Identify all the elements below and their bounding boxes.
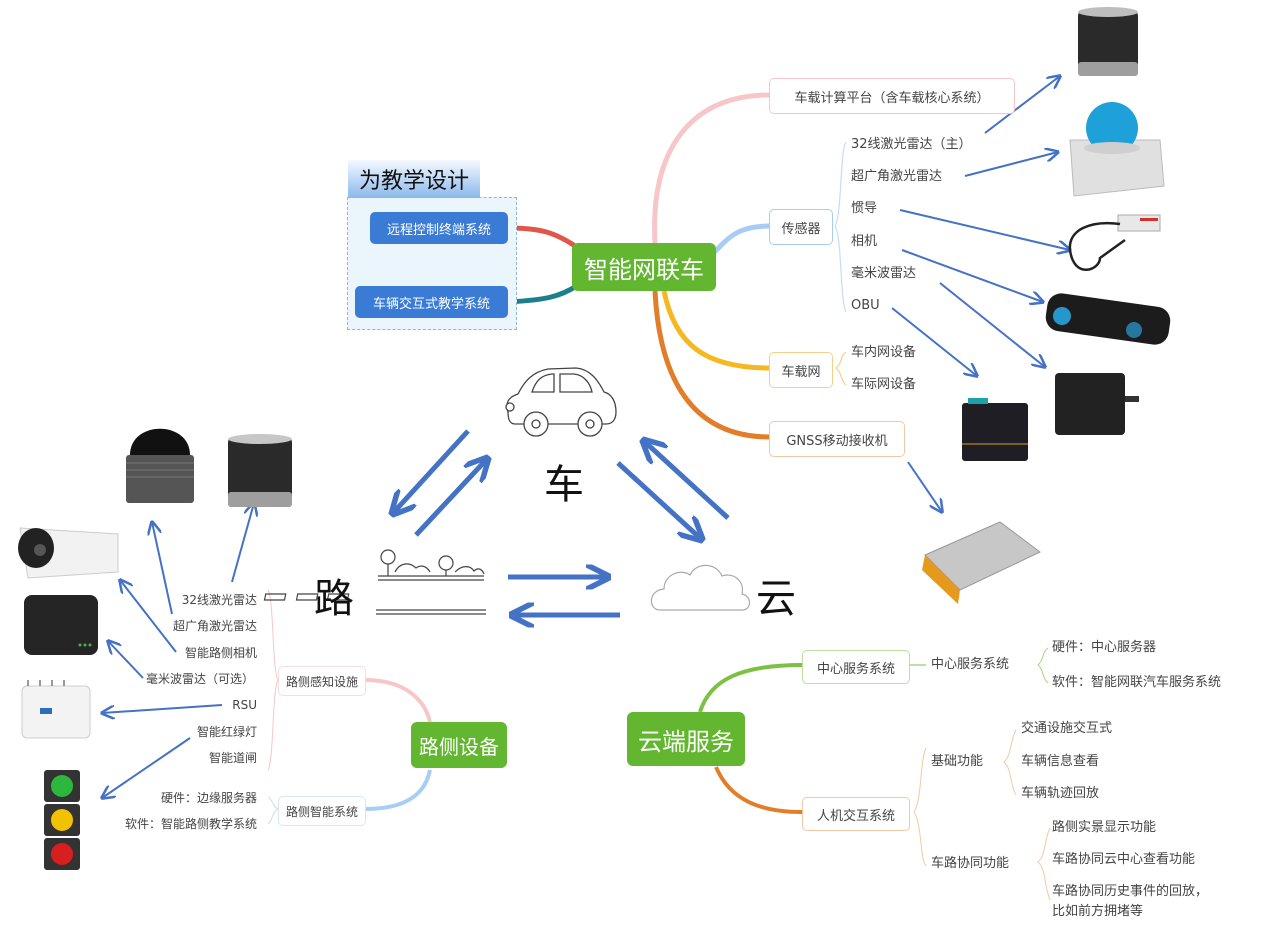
branch-intelligent <box>364 769 432 811</box>
rsu-device-image <box>21 680 91 739</box>
arrow-imu <box>899 209 1070 250</box>
label-car: 车 <box>544 462 584 508</box>
arrow-car-to-road <box>394 429 470 512</box>
branch-gnss <box>652 290 771 440</box>
basic-traffic-facility-interaction[interactable]: 交通设施交互式 <box>1021 721 1113 736</box>
node-sensors[interactable]: 传感器 <box>769 209 833 245</box>
rs-wide-angle-lidar[interactable]: 超广角激光雷达 <box>172 619 257 633</box>
perception-brace <box>267 589 279 771</box>
rs-wide-lidar-device-image <box>126 428 194 503</box>
rs-lidar-32[interactable]: 32线激光雷达 <box>181 593 257 607</box>
branch-interactive-teaching <box>507 282 580 305</box>
hmi-vehicle-road-coop[interactable]: 车路协同功能 <box>931 856 1010 871</box>
arrow-wide-lidar <box>964 152 1058 177</box>
node-cloud-service[interactable]: 云端服务 <box>627 712 745 766</box>
road-icon <box>263 549 486 615</box>
branch-computing <box>652 92 771 244</box>
sensor-wide-angle-lidar[interactable]: 超广角激光雷达 <box>851 169 943 184</box>
coop-history-event-playback[interactable]: 车路协同历史事件的回放， <box>1052 884 1209 899</box>
rs-mmwave-radar-device-image <box>24 595 98 655</box>
imu-device-image <box>1068 214 1161 271</box>
intelligent-brace <box>267 796 280 825</box>
center-hardware-server[interactable]: 硬件：中心服务器 <box>1052 640 1157 655</box>
hmi-basic-functions[interactable]: 基础功能 <box>931 754 984 769</box>
arrow-lidar32 <box>984 76 1060 134</box>
teaching-design-title: 为教学设计 <box>348 160 480 198</box>
lidar-32-device-image <box>1078 7 1138 76</box>
obu-device-image <box>962 398 1028 461</box>
arrow-rs-wide-lidar <box>152 522 173 615</box>
arrow-car-to-cloud <box>616 461 700 538</box>
car-icon <box>505 367 617 437</box>
label-road: 路 <box>314 576 354 622</box>
basic-vehicle-track-playback[interactable]: 车辆轨迹回放 <box>1021 786 1100 801</box>
node-gnss-receiver[interactable]: GNSS移动接收机 <box>769 421 905 457</box>
branch-remote-control <box>507 225 580 251</box>
traffic-light-device-image <box>44 770 80 870</box>
sensor-obu[interactable]: OBU <box>851 298 880 313</box>
node-center-service-system[interactable]: 中心服务系统 <box>802 650 910 684</box>
wide-lidar-device-image <box>1069 102 1165 197</box>
node-roadside-equipment[interactable]: 路侧设备 <box>411 722 507 768</box>
basic-brace <box>1003 729 1017 796</box>
coop-roadside-live-view[interactable]: 路侧实景显示功能 <box>1052 820 1157 835</box>
rs-smart-barrier-gate[interactable]: 智能道闸 <box>208 751 257 765</box>
sensors-brace <box>834 141 847 313</box>
arrow-rs-traffic-light <box>102 737 191 798</box>
rs-lidar-32-device-image <box>228 434 292 507</box>
mmwave-radar-device-image <box>1055 373 1139 435</box>
sensor-mmwave-radar[interactable]: 毫米波雷达 <box>851 266 917 281</box>
branch-hmi <box>714 766 803 814</box>
network-inter-vehicle-device[interactable]: 车际网设备 <box>851 377 917 392</box>
node-vehicle-computing-platform[interactable]: 车载计算平台（含车载核心系统） <box>769 78 1015 114</box>
sensor-lidar-32-main[interactable]: 32线激光雷达（主） <box>851 137 972 152</box>
arrow-camera <box>901 249 1043 302</box>
arrow-rs-rsu <box>102 704 223 713</box>
branch-perception <box>364 678 432 723</box>
node-vehicle-network[interactable]: 车载网 <box>769 352 833 388</box>
gnss-receiver-device-image <box>922 521 1041 604</box>
node-roadside-perception[interactable]: 路侧感知设施 <box>278 666 366 696</box>
node-hmi-system[interactable]: 人机交互系统 <box>802 797 910 831</box>
arrow-obu <box>891 307 977 376</box>
sensor-inertial-navigation[interactable]: 惯导 <box>851 201 878 216</box>
node-vehicle-interactive-teaching[interactable]: 车辆交互式教学系统 <box>355 286 508 318</box>
arrow-road-to-car <box>414 460 486 537</box>
rs-smart-camera[interactable]: 智能路侧相机 <box>184 646 257 660</box>
node-intelligent-connected-vehicle[interactable]: 智能网联车 <box>572 243 716 291</box>
center-brace <box>1037 647 1049 684</box>
center-service-system-sub[interactable]: 中心服务系统 <box>931 657 1010 672</box>
coop-cloud-center-view[interactable]: 车路协同云中心查看功能 <box>1052 852 1196 867</box>
rs-mmwave-radar-optional[interactable]: 毫米波雷达（可选） <box>145 672 254 686</box>
cloud-icon <box>650 564 751 611</box>
coop-brace <box>1037 827 1051 901</box>
arrow-mmwave <box>939 282 1045 367</box>
node-roadside-intelligent-system[interactable]: 路侧智能系统 <box>278 796 366 826</box>
arrow-rs-mmwave <box>108 641 144 679</box>
basic-vehicle-info-view[interactable]: 车辆信息查看 <box>1021 754 1100 769</box>
rs-smart-traffic-light[interactable]: 智能红绿灯 <box>196 725 257 739</box>
label-cloud: 云 <box>756 576 796 622</box>
rs-rsu[interactable]: RSU <box>232 698 257 712</box>
branch-center-service <box>698 663 803 713</box>
arrow-gnss <box>907 461 942 512</box>
rs-teaching-system-software[interactable]: 软件：智能路侧教学系统 <box>124 817 257 831</box>
arrow-rs-lidar32 <box>231 503 254 583</box>
center-software-service-system[interactable]: 软件：智能网联汽车服务系统 <box>1052 675 1222 690</box>
arrow-cloud-to-car <box>645 442 730 520</box>
branch-network <box>661 290 771 371</box>
arrow-rs-camera <box>120 580 177 653</box>
sensor-camera[interactable]: 相机 <box>851 234 878 249</box>
rs-edge-server-hardware[interactable]: 硬件：边缘服务器 <box>160 791 257 805</box>
network-brace <box>834 351 847 386</box>
branch-sensors <box>710 223 771 257</box>
hmi-brace <box>913 747 927 867</box>
camera-device-image <box>1045 293 1171 345</box>
rs-camera-device-image <box>18 527 119 579</box>
coop-history-event-example: 比如前方拥堵等 <box>1052 904 1144 919</box>
node-remote-control-terminal[interactable]: 远程控制终端系统 <box>370 212 508 244</box>
network-in-vehicle-device[interactable]: 车内网设备 <box>851 345 917 360</box>
